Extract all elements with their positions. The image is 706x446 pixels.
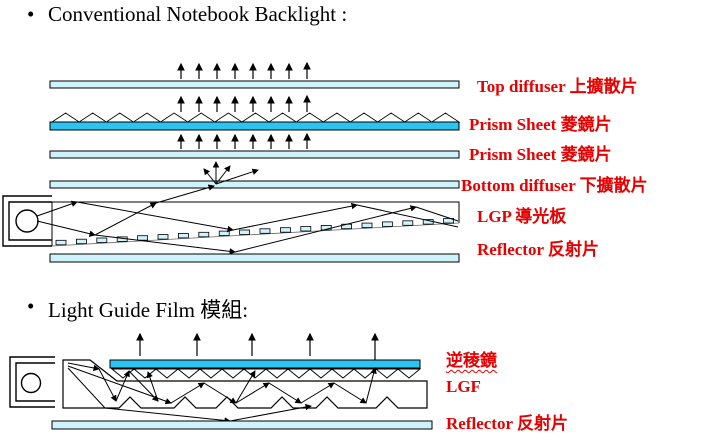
label-inverse-prism: 逆稜鏡 xyxy=(446,351,497,370)
bottom-diffuser-bar xyxy=(49,180,460,189)
emission-arrows-row-2 xyxy=(177,94,311,112)
prism-sheet-1-bar xyxy=(49,121,460,131)
lgp-light-rays xyxy=(36,184,459,255)
section-2-bullet: • xyxy=(27,294,35,318)
inverse-prism-bar xyxy=(109,359,421,369)
lgp-outline xyxy=(51,201,460,247)
label-lgp: LGP 導光板 xyxy=(477,207,567,226)
label-bottom-diffuser: Bottom diffuser 下擴散片 xyxy=(461,176,648,195)
label-top-diffuser: Top diffuser 上擴散片 xyxy=(477,77,638,96)
label-prism-sheet-2: Prism Sheet 菱鏡片 xyxy=(469,145,612,164)
top-diffuser-bar xyxy=(49,80,460,89)
lgf-light-rays xyxy=(67,362,377,424)
scatter-arrows xyxy=(203,161,259,185)
section-2-title: Light Guide Film 模組: xyxy=(48,298,249,322)
ccfl-lamp-1 xyxy=(2,195,52,247)
label-lgf: LGF xyxy=(446,377,481,396)
prism-sheet-2-bar xyxy=(49,150,460,159)
label-reflector-2: Reflector 反射片 xyxy=(446,414,568,433)
lamp-tube-2 xyxy=(20,372,42,394)
inverse-prism-teeth xyxy=(110,368,422,379)
label-prism-sheet-1: Prism Sheet 菱鏡片 xyxy=(469,115,612,134)
emission-arrows-row-3 xyxy=(177,132,311,149)
lgf-outline xyxy=(62,359,428,409)
lamp-tube-1 xyxy=(15,209,39,233)
reflector-bar-1 xyxy=(49,253,460,263)
label-reflector-1: Reflector 反射片 xyxy=(477,240,599,259)
section-1-title: Conventional Notebook Backlight : xyxy=(48,2,348,26)
prism-sheet-1-teeth xyxy=(50,112,461,123)
emission-arrows-row-1 xyxy=(177,61,311,79)
reflector-bar-2 xyxy=(51,420,433,430)
ccfl-lamp-2 xyxy=(9,356,55,408)
lgp-dots xyxy=(55,218,455,246)
section-1-bullet: • xyxy=(27,2,35,26)
